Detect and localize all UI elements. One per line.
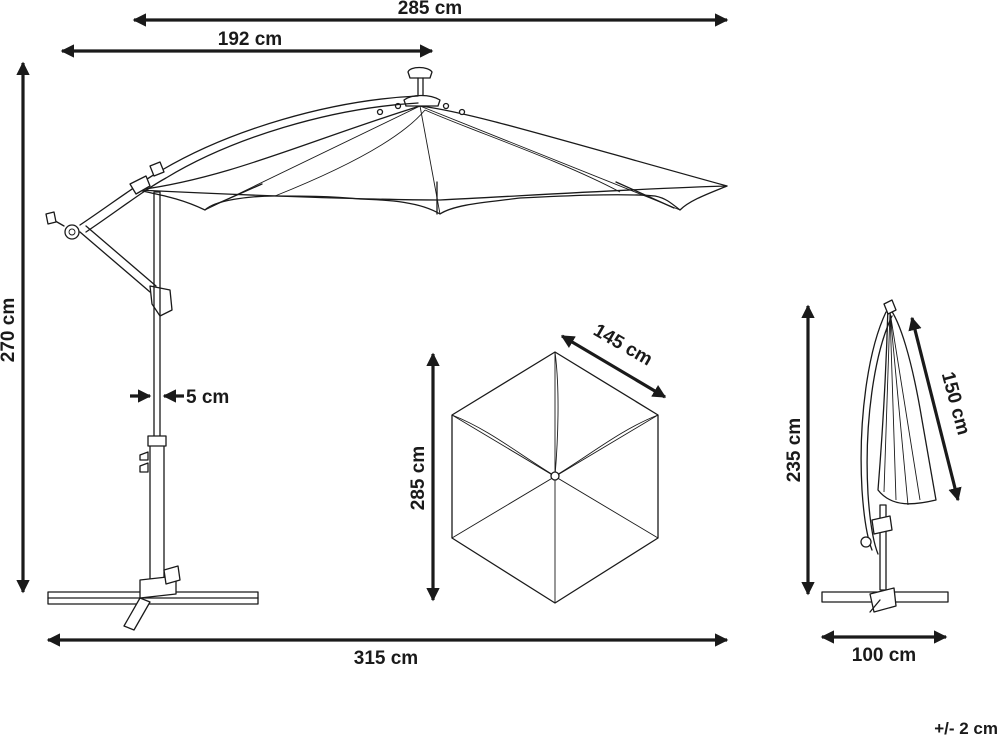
umbrella-folded-view <box>821 299 949 613</box>
arm-reach-label: 192 cm <box>218 29 282 50</box>
umbrella-side-view <box>45 66 728 631</box>
canopy-across-label: 285 cm <box>408 446 429 510</box>
total-height-label: 270 cm <box>0 298 19 362</box>
base-span-label: 315 cm <box>354 648 418 669</box>
dimension-lines <box>16 13 962 647</box>
canopy-side-label: 145 cm <box>590 320 656 370</box>
folded-height-label: 235 cm <box>784 418 805 482</box>
folded-canopy-label: 150 cm <box>937 370 974 438</box>
pole-diameter-label: 5 cm <box>186 387 229 408</box>
folded-depth-label: 100 cm <box>852 645 916 666</box>
tolerance-note: +/- 2 cm <box>934 719 998 738</box>
canopy-span-label: 285 cm <box>398 0 462 19</box>
canopy-top-view <box>451 351 659 604</box>
canopy-side-line <box>560 334 667 399</box>
folded-canopy-line <box>908 316 962 502</box>
